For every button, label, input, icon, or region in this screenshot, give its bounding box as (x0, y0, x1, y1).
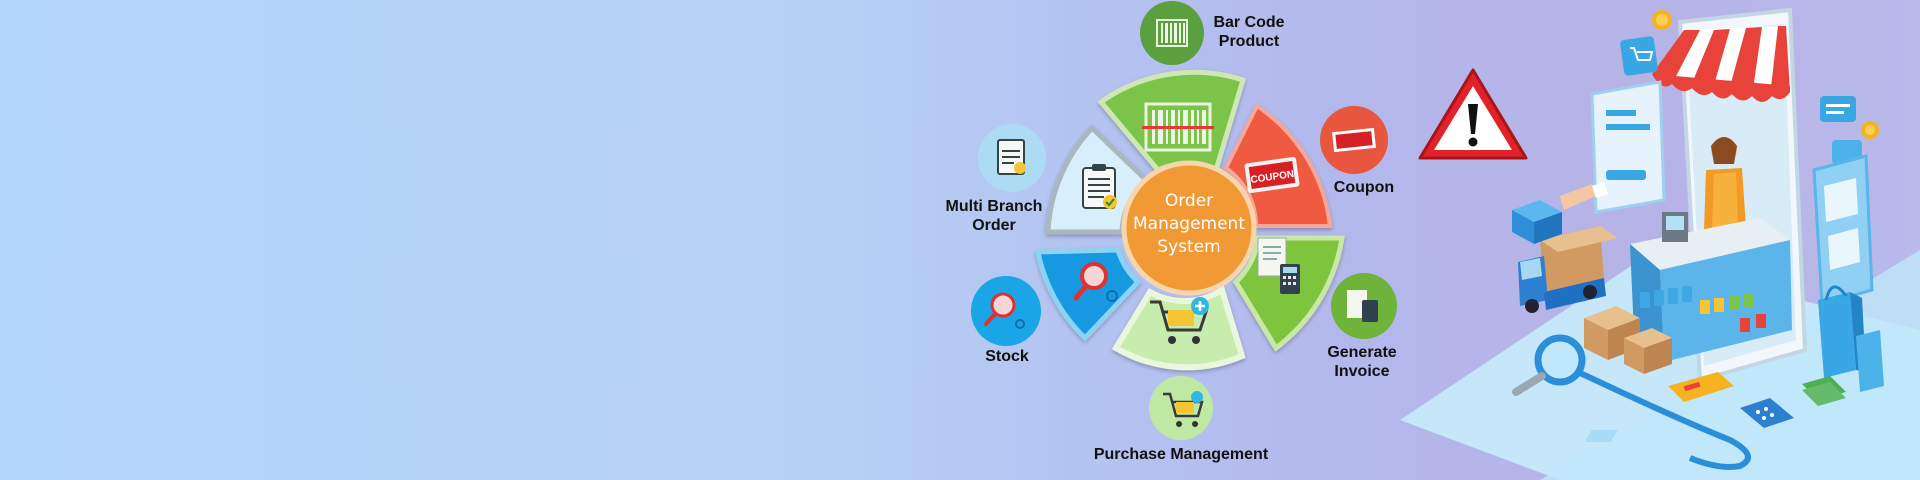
invoice-icon (1257, 237, 1300, 294)
label-invoice: Generate Invoice (1327, 344, 1397, 380)
clipboard-icon (1082, 164, 1117, 209)
bubble-stock (971, 276, 1041, 346)
center-title: Order Management System (1133, 191, 1245, 257)
warning-icon (1418, 68, 1528, 160)
coupon-icon: COUPON (1244, 156, 1300, 194)
bubble-barcode (1140, 1, 1204, 65)
label-stock: Stock (985, 348, 1029, 365)
segment-stock (1034, 247, 1142, 342)
bubble-branch (978, 124, 1046, 192)
center-disc (1121, 160, 1257, 296)
bubble-purchase (1149, 376, 1213, 440)
barcode-icon (1142, 102, 1214, 152)
shopping-cart-icon (1150, 297, 1209, 344)
bubble-invoice (1331, 273, 1397, 339)
magnifier-icon (1073, 262, 1118, 302)
bubble-coupon (1320, 106, 1388, 174)
label-branch: Multi Branch Order (945, 198, 1043, 234)
label-barcode: Bar Code Product (1213, 14, 1285, 50)
label-coupon: Coupon (1333, 179, 1395, 196)
online-store-illustration (1400, 7, 1920, 480)
label-purchase: Purchase Management (1093, 446, 1269, 463)
